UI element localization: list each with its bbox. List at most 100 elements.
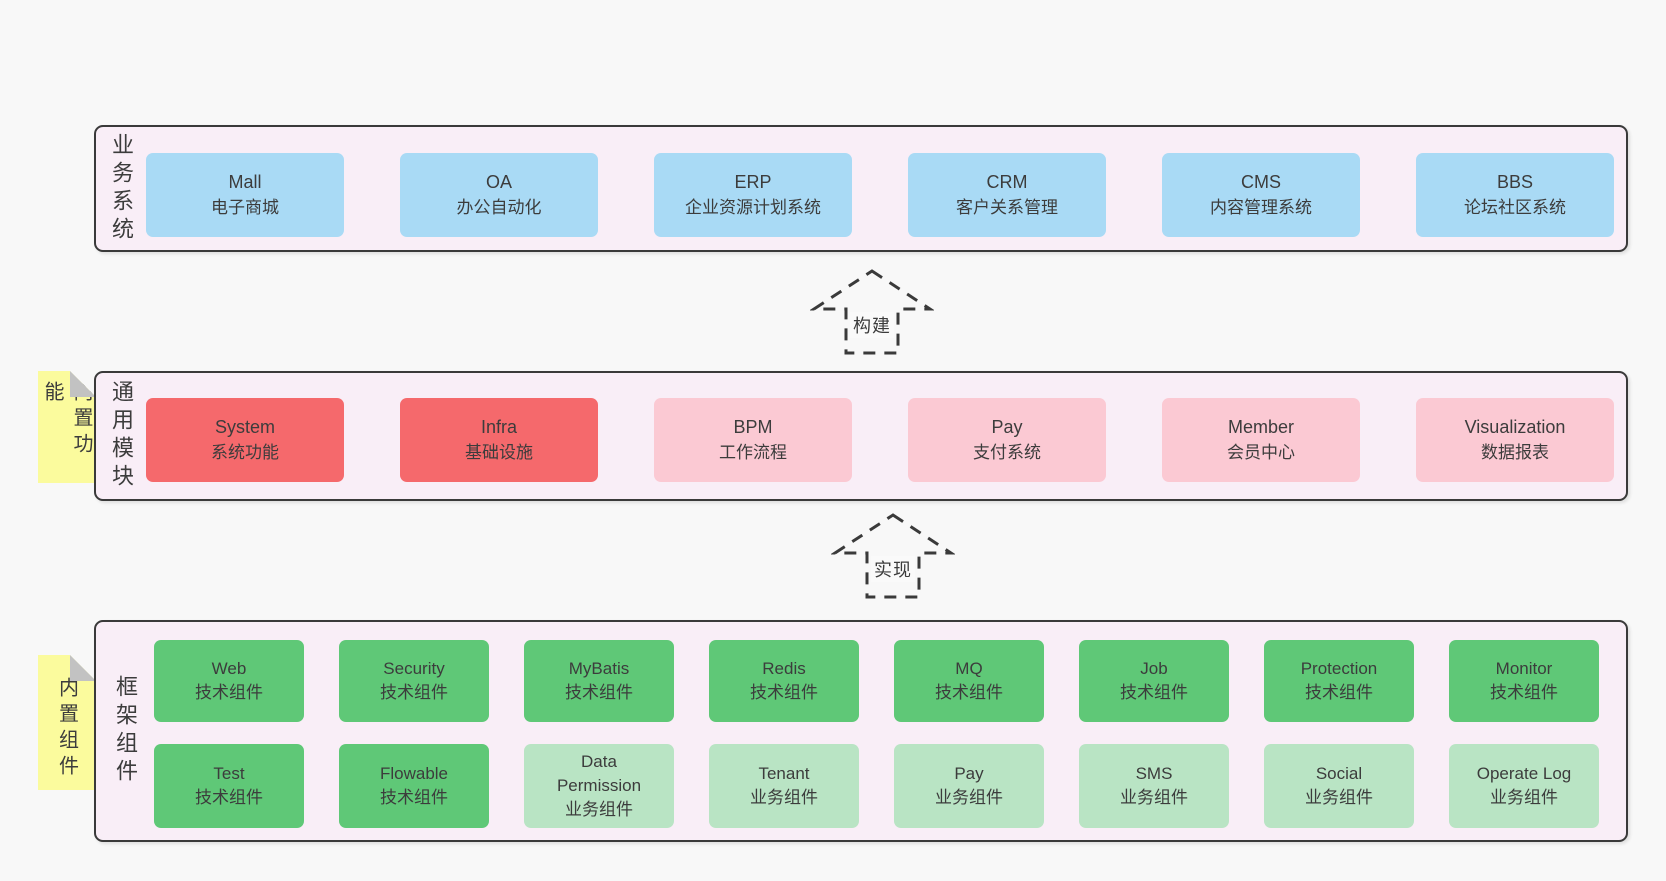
sticky-note-built-in-components: 内置组件	[38, 655, 96, 790]
box-title: Pay	[991, 417, 1023, 437]
module-box: Member 会员中心	[1162, 398, 1360, 482]
box-title: OA	[485, 172, 512, 192]
component-box: SMS 业务组件	[1079, 744, 1229, 828]
box-title: SMS	[1135, 764, 1173, 783]
box-subtitle: 论坛社区系统	[1464, 198, 1566, 217]
box-subtitle: 工作流程	[719, 443, 787, 462]
box-title: MQ	[955, 659, 983, 678]
box-subtitle: 技术组件	[1490, 683, 1558, 702]
box-subtitle: 系统功能	[211, 443, 279, 462]
box-subtitle: 业务组件	[750, 788, 818, 807]
implement-arrow-label: 实现	[871, 556, 915, 582]
sticky-note-label: 内置功能	[41, 381, 92, 459]
business-system-box: ERP 企业资源计划系统	[654, 153, 852, 237]
box-subtitle: 电子商城	[211, 198, 279, 217]
component-box: Web 技术组件	[154, 640, 304, 722]
box-title: Protection	[1300, 659, 1378, 678]
component-box: Flowable 技术组件	[339, 744, 489, 828]
box-subtitle: 数据报表	[1481, 443, 1549, 462]
sticky-note-built-in-features: 内置功能	[38, 371, 96, 483]
box-title: BPM	[733, 417, 773, 437]
box-subtitle: 业务组件	[1305, 788, 1373, 807]
band-business-systems: 业务系统 Mall 电子商城 OA 办公自动化 ERP 企业资源计划系统 CRM 客户关系管理…	[94, 125, 1628, 252]
band-label-common-modules: 通用模块	[109, 380, 134, 492]
box-subtitle: 业务组件	[935, 788, 1003, 807]
business-system-box: BBS 论坛社区系统	[1416, 153, 1614, 237]
component-box: Job 技术组件	[1079, 640, 1229, 722]
box-title: Tenant	[758, 764, 810, 783]
box-title: Web	[211, 659, 247, 678]
band-label-business-systems: 业务系统	[109, 132, 134, 245]
business-system-box: CMS 内容管理系统	[1162, 153, 1360, 237]
box-title: CMS	[1241, 172, 1281, 192]
box-subtitle: 会员中心	[1227, 443, 1295, 462]
module-box: BPM 工作流程	[654, 398, 852, 482]
box-title: Job	[1140, 659, 1168, 678]
box-title: Pay	[954, 764, 984, 783]
box-subtitle: 支付系统	[973, 443, 1041, 462]
component-box: Security 技术组件	[339, 640, 489, 722]
band-label-framework-components: 框架组件	[113, 675, 138, 787]
box-subtitle: 技术组件	[380, 683, 448, 702]
component-box: Operate Log 业务组件	[1449, 744, 1599, 828]
component-box: Pay 业务组件	[894, 744, 1044, 828]
box-title: ERP	[734, 172, 772, 192]
build-arrow-label: 构建	[850, 312, 894, 338]
component-box: Monitor 技术组件	[1449, 640, 1599, 722]
box-title: Redis	[762, 659, 806, 678]
business-system-box: OA 办公自动化	[400, 153, 598, 237]
box-subtitle: 业务组件	[565, 800, 633, 819]
box-title: System	[214, 417, 275, 437]
box-subtitle: 业务组件	[1120, 788, 1188, 807]
box-title: CRM	[986, 172, 1028, 192]
box-subtitle: 办公自动化	[456, 198, 542, 217]
box-title: Mall	[228, 172, 262, 192]
component-box: Tenant 业务组件	[709, 744, 859, 828]
business-system-box: CRM 客户关系管理	[908, 153, 1106, 237]
box-title: Infra	[480, 417, 518, 437]
box-subtitle: 技术组件	[195, 788, 263, 807]
box-title: Monitor	[1495, 659, 1553, 678]
module-box: System 系统功能	[146, 398, 344, 482]
sticky-note-label: 内置组件	[55, 677, 78, 781]
box-title: Visualization	[1464, 417, 1566, 437]
box-title: Security	[383, 659, 445, 678]
module-box: Visualization 数据报表	[1416, 398, 1614, 482]
box-subtitle: 技术组件	[380, 788, 448, 807]
build-arrow: 构建	[810, 268, 934, 356]
component-box: MQ 技术组件	[894, 640, 1044, 722]
component-box: Data Permission 业务组件	[524, 744, 674, 828]
component-box: Social 业务组件	[1264, 744, 1414, 828]
box-subtitle: 技术组件	[935, 683, 1003, 702]
box-title: Flowable	[379, 764, 449, 783]
component-box: Test 技术组件	[154, 744, 304, 828]
business-system-boxes: Mall 电子商城 OA 办公自动化 ERP 企业资源计划系统 CRM 客户关系管理 CMS 内容…	[146, 127, 1626, 250]
box-subtitle: 业务组件	[1490, 788, 1558, 807]
box-title: Operate Log	[1476, 764, 1572, 783]
box-subtitle: 技术组件	[1305, 683, 1373, 702]
business-system-box: Mall 电子商城	[146, 153, 344, 237]
box-title: BBS	[1496, 172, 1534, 192]
box-subtitle: 客户关系管理	[956, 198, 1058, 217]
box-title: MyBatis	[568, 659, 630, 678]
box-subtitle: 技术组件	[1120, 683, 1188, 702]
implement-arrow: 实现	[831, 512, 955, 600]
box-subtitle: 企业资源计划系统	[685, 198, 821, 217]
box-subtitle: 内容管理系统	[1210, 198, 1312, 217]
box-title: Test	[213, 764, 245, 783]
box-title: Data Permission	[556, 752, 642, 795]
box-title: Social	[1315, 764, 1363, 783]
component-box: Protection 技术组件	[1264, 640, 1414, 722]
module-box: Pay 支付系统	[908, 398, 1106, 482]
box-subtitle: 技术组件	[195, 683, 263, 702]
box-title: Member	[1227, 417, 1294, 437]
